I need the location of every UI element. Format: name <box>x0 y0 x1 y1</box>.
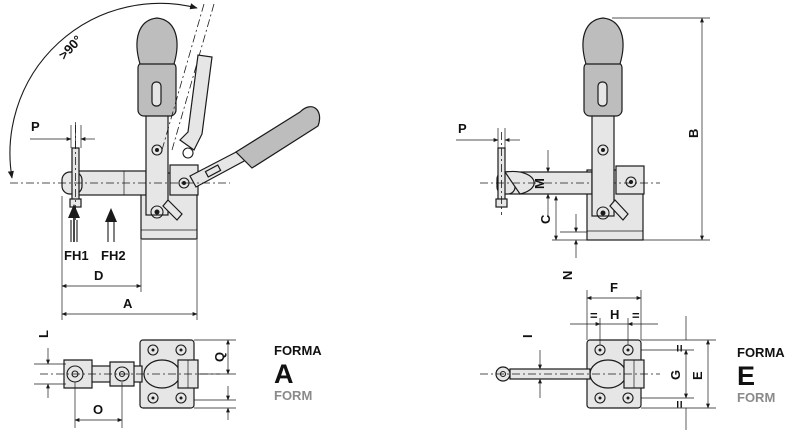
side-view-form-a: >90° P FH1 FH2 D A <box>7 2 321 320</box>
forma-a-letter: A <box>274 359 294 389</box>
variant-e-caption: FORMA E FORM <box>737 345 785 405</box>
forma-e-title: FORMA <box>737 345 785 360</box>
dim-G-label: G <box>668 370 683 380</box>
eq-mark-h-right: = <box>632 308 640 323</box>
dim-A-label: A <box>123 296 133 311</box>
forma-e-subtitle: FORM <box>737 390 775 405</box>
forma-a-title: FORMA <box>274 343 322 358</box>
dim-P-label-a: P <box>31 119 40 134</box>
dim-Q-label: Q <box>212 352 227 362</box>
variant-a-caption: FORMA A FORM <box>274 343 322 403</box>
forma-a-subtitle: FORM <box>274 388 312 403</box>
dim-N-label: N <box>560 271 575 280</box>
top-view-form-e: I F H = = G E = = <box>480 280 716 430</box>
dim-H-label: H <box>610 307 619 322</box>
dim-E-label: E <box>690 371 705 380</box>
angle-label: >90° <box>56 32 86 62</box>
forma-e-letter: E <box>737 361 755 391</box>
force-arrow-fh2 <box>105 208 117 242</box>
dim-P-label-e: P <box>458 121 467 136</box>
side-view-form-e: B P M C N <box>456 17 710 280</box>
fh2-label: FH2 <box>101 248 126 263</box>
dim-L-label: L <box>36 330 51 338</box>
eq-mark-g-top: = <box>672 344 687 352</box>
dim-C-label: C <box>538 214 553 224</box>
fh1-label: FH1 <box>64 248 89 263</box>
dim-D-label: D <box>94 268 103 283</box>
force-arrow-fh1 <box>68 204 80 242</box>
dim-F-label: F <box>610 280 618 295</box>
top-view-form-a: L Q O <box>34 330 236 428</box>
eq-mark-g-bottom: = <box>672 400 687 408</box>
dim-B-label: B <box>686 129 701 138</box>
eq-mark-h-left: = <box>590 308 598 323</box>
dim-I-label: I <box>520 334 535 338</box>
dim-M-label: M <box>532 178 547 189</box>
dim-O-label: O <box>93 402 103 417</box>
